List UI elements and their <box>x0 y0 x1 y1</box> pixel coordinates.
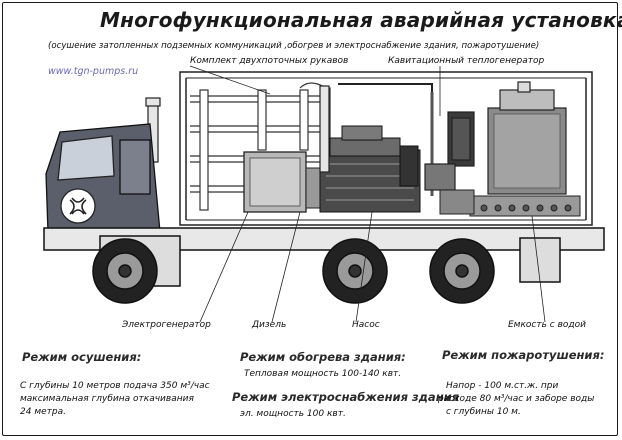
wheel-front <box>92 238 158 304</box>
truck-cab <box>45 123 161 233</box>
callout-tank: Емкость с водой <box>508 320 586 330</box>
mode-fire-line-3: с глубины 10 м. <box>446 407 521 417</box>
mode-heating-line-1: Тепловая мощность 100-140 квт. <box>244 369 402 379</box>
container-body <box>179 71 593 226</box>
mode-drainage-line-3: 24 метра. <box>20 407 66 417</box>
callout-diesel: Дизель <box>252 320 287 330</box>
mode-power-heading: Режим электроснабжения здания <box>232 390 460 404</box>
electric-generator <box>243 151 323 213</box>
page-subtitle: (осушение затопленных подземных коммуник… <box>48 41 540 51</box>
callout-hoses: Комплект двухпоточных рукавов <box>190 56 349 66</box>
mode-fire-line-1: Напор - 100 м.ст.ж. при <box>446 381 559 391</box>
mode-heating-heading: Режим обогрева здания: <box>240 350 406 364</box>
pump-unit <box>439 189 581 217</box>
diesel-engine <box>319 125 421 213</box>
page-frame <box>2 2 618 436</box>
page-title: Многофункциональная аварийная установка. <box>100 8 622 32</box>
callout-pump: Насос <box>352 320 380 330</box>
heat-generator <box>338 83 475 196</box>
tgn-logo-icon <box>60 188 96 224</box>
callout-heat-generator: Кавитационный теплогенератор <box>388 56 545 66</box>
wheel-rear-1 <box>322 238 388 304</box>
wheel-rear-2 <box>429 238 495 304</box>
water-tank <box>487 81 567 195</box>
website-link[interactable]: www.tgn-pumps.ru <box>48 66 139 77</box>
callout-lines <box>189 65 546 323</box>
mode-power-line-1: эл. мощность 100 квт. <box>240 409 346 419</box>
mode-fire-line-2: расходе 80 м³/час и заборе воды <box>438 394 595 404</box>
mode-drainage-heading: Режим осушения: <box>22 350 142 364</box>
callout-generator: Электрогенератор <box>122 320 211 330</box>
mode-drainage-line-1: С глубины 10 метров подача 350 м³/час <box>20 381 210 391</box>
mode-drainage-line-2: максимальная глубина откачивания <box>20 394 194 404</box>
wheels <box>92 238 495 304</box>
mode-fire-heading: Режим пожаротушения: <box>442 348 605 362</box>
